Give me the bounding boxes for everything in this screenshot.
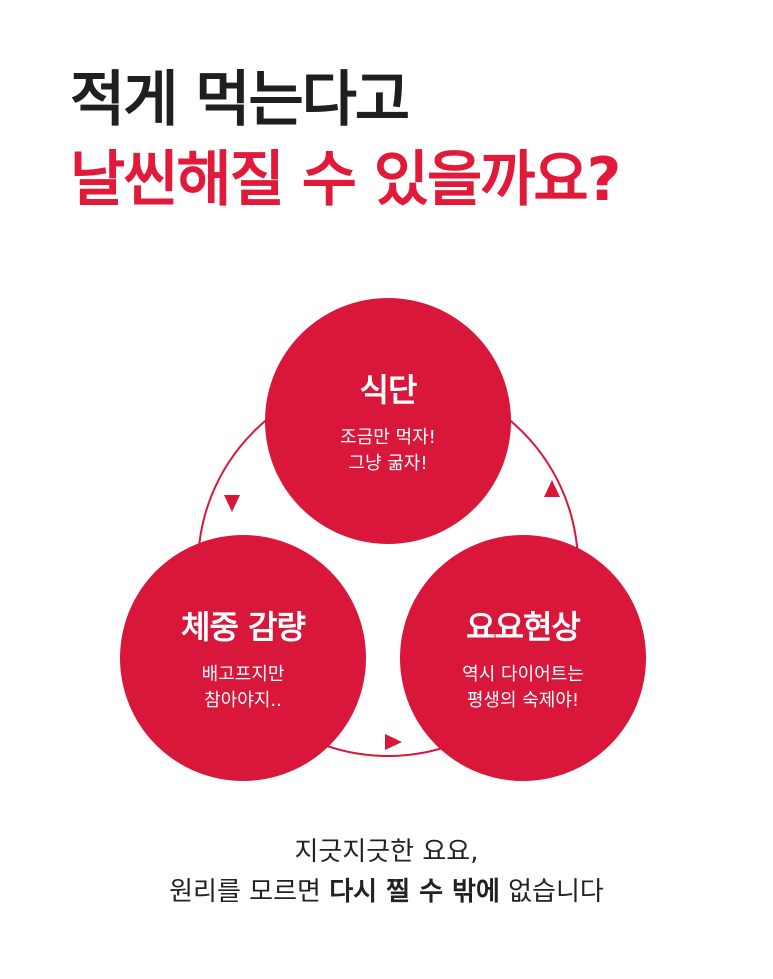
node-title: 식단 — [359, 371, 418, 409]
node-desc-1: 배고프지만 — [201, 664, 285, 685]
node-desc-1: 역시 다이어트는 — [462, 664, 584, 685]
footer-line-2: 원리를 모르면 다시 찔 수 밖에 없습니다 — [0, 872, 773, 912]
footer-text: 지긋지긋한 요요, 원리를 모르면 다시 찔 수 밖에 없습니다 — [0, 832, 773, 912]
cycle-node-diet: 식단 조금만 먹자! 그냥 굶자! — [265, 298, 511, 544]
arrow-top-left — [224, 495, 240, 512]
node-desc-1: 조금만 먹자! — [340, 427, 436, 448]
node-desc-2: 참아야지.. — [204, 690, 282, 711]
footer-line-2-pre: 원리를 모르면 — [169, 877, 330, 907]
headline-line-1: 적게 먹는다고 — [70, 65, 410, 135]
footer-line-2-bold: 다시 찔 수 밖에 — [329, 877, 500, 907]
node-title: 체중 감량 — [181, 608, 306, 646]
cycle-node-weight-loss: 체중 감량 배고프지만 참아야지.. — [120, 535, 366, 781]
footer-line-2-post: 없습니다 — [499, 877, 604, 907]
cycle-node-yoyo: 요요현상 역시 다이어트는 평생의 숙제야! — [400, 535, 646, 781]
node-title: 요요현상 — [466, 608, 581, 646]
node-desc-2: 평생의 숙제야! — [466, 690, 580, 711]
headline-line-2: 날씬해질 수 있을까요? — [70, 145, 621, 215]
footer-line-1: 지긋지긋한 요요, — [294, 837, 479, 867]
arrow-top-right — [544, 480, 560, 497]
arrow-bottom — [385, 734, 402, 750]
node-desc-2: 그냥 굶자! — [348, 453, 428, 474]
headline: 적게 먹는다고 날씬해질 수 있을까요? — [70, 60, 621, 220]
